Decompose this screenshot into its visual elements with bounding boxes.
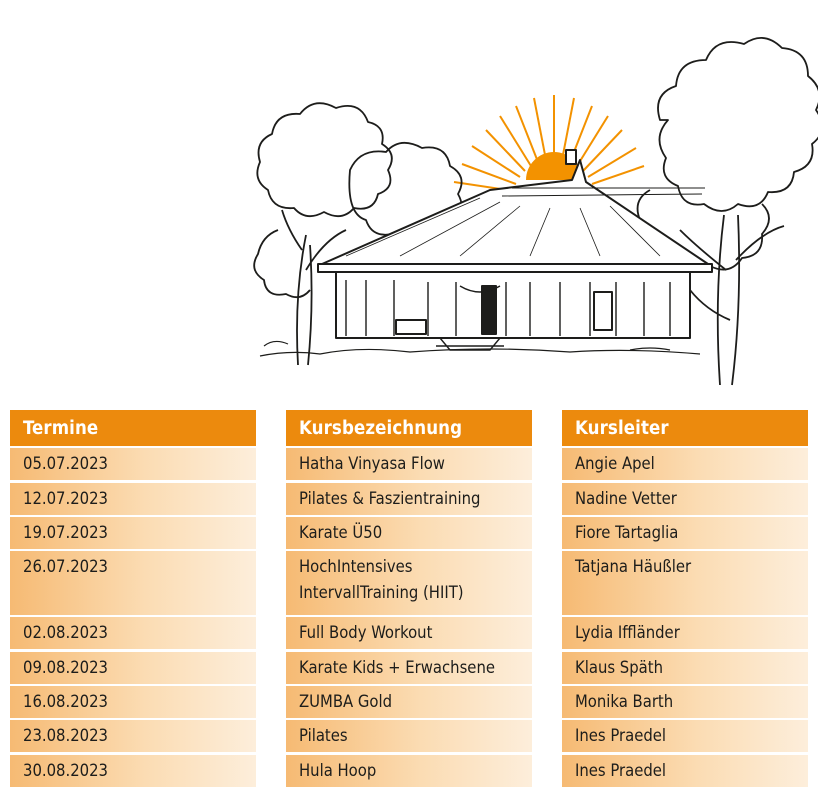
sun-icon xyxy=(453,95,645,192)
date-cell: 23.08.2023 xyxy=(10,720,256,753)
date-cell: 02.08.2023 xyxy=(10,617,256,650)
leader-cell: Ines Praedel xyxy=(562,720,808,753)
leader-cell: Nadine Vetter xyxy=(562,482,808,515)
course-cell: Full Body Workout xyxy=(286,617,532,650)
leader-cell: Tatjana Häußler xyxy=(562,551,808,616)
course-cell: HochIntensives IntervallTraining (HIIT) xyxy=(286,551,532,616)
header-kursleiter: Kursleiter xyxy=(562,410,808,446)
pavilion-icon xyxy=(259,149,713,357)
course-cell: Hula Hoop xyxy=(286,754,532,787)
date-cell: 30.08.2023 xyxy=(10,754,256,787)
date-cell: 16.08.2023 xyxy=(10,686,256,719)
course-cell: Hatha Vinyasa Flow xyxy=(286,448,532,481)
leader-cell: Lydia Iffländer xyxy=(562,617,808,650)
leader-cell: Fiore Tartaglia xyxy=(562,516,808,549)
course-cell: Pilates & Faszientraining xyxy=(286,482,532,515)
leader-cell: Klaus Späth xyxy=(562,651,808,684)
course-schedule-table: Termine Kursbezeichnung Kursleiter 05.07… xyxy=(10,410,810,798)
date-cell: 05.07.2023 xyxy=(10,448,256,481)
date-cell: 19.07.2023 xyxy=(10,516,256,549)
pavilion-illustration xyxy=(253,37,818,386)
date-cell: 09.08.2023 xyxy=(10,651,256,684)
course-cell: Pilates xyxy=(286,720,532,753)
course-cell: Karate Ü50 xyxy=(286,516,532,549)
leader-cell: Angie Apel xyxy=(562,448,808,481)
leader-cell: Ines Praedel xyxy=(562,754,808,787)
course-cell: ZUMBA Gold xyxy=(286,686,532,719)
header-kursbezeichnung: Kursbezeichnung xyxy=(286,410,532,446)
date-cell: 12.07.2023 xyxy=(10,482,256,515)
course-line: HochIntensives xyxy=(299,557,413,577)
header-termine: Termine xyxy=(10,410,256,446)
date-cell: 26.07.2023 xyxy=(10,551,256,616)
course-cell: Karate Kids + Erwachsene xyxy=(286,651,532,684)
leader-cell: Monika Barth xyxy=(562,686,808,719)
course-line: IntervallTraining (HIIT) xyxy=(299,583,464,603)
